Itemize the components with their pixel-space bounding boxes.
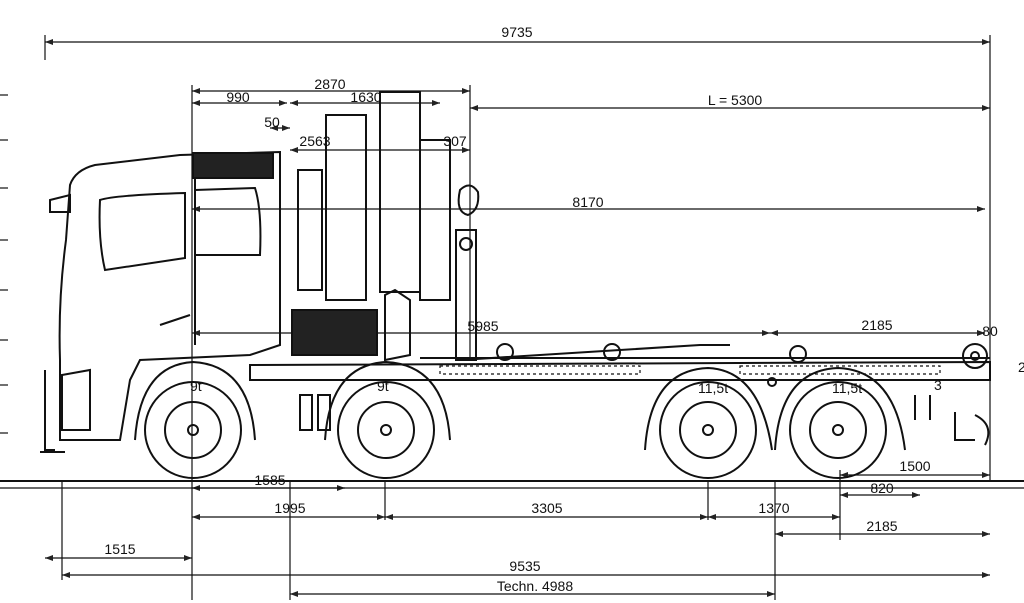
axle-load-3: 11,5t xyxy=(698,380,728,396)
crane xyxy=(291,91,931,431)
cab xyxy=(40,150,281,453)
dim-hitch-offset: 820 xyxy=(870,480,894,496)
dimension-lines xyxy=(44,35,991,600)
dimension-arrow xyxy=(270,125,290,131)
wheel-axle-2 xyxy=(324,360,451,479)
axle-load-2: 9t xyxy=(377,378,389,394)
dim-front-overhang: 1515 xyxy=(104,541,135,557)
dim-body-length: L = 5300 xyxy=(708,92,763,108)
dim-rear-axles-to-end: 2185 xyxy=(861,317,892,333)
axle-load-1: 9t xyxy=(190,378,202,394)
dim-front-axles: 1995 xyxy=(274,500,305,516)
dimension-arrow xyxy=(840,492,920,498)
dimension-labels: 9735 2870 990 1630 50 2563 307 L = 5300 … xyxy=(104,24,1024,594)
dim-crane-a: 2563 xyxy=(299,133,330,149)
dim-crane-zone: 2870 xyxy=(314,76,345,92)
dim-rear-axles: 1370 xyxy=(758,500,789,516)
dim-technical-wheelbase: Techn. 4988 xyxy=(497,578,573,594)
dim-crane-b: 307 xyxy=(443,133,467,149)
dim-crane-width: 1630 xyxy=(350,89,381,105)
wheel-axle-4 xyxy=(774,366,906,479)
dim-clipped-right: 2 xyxy=(1018,359,1024,375)
dim-cab-to-crane: 990 xyxy=(226,89,250,105)
dim-front-axle-spacing-ground: 1585 xyxy=(254,472,285,488)
wheel-axle-3 xyxy=(644,366,773,479)
dim-rear-to-end-bottom: 2185 xyxy=(866,518,897,534)
dim-rear-overhang: 1500 xyxy=(899,458,930,474)
margin-ticks xyxy=(0,94,8,434)
wheels xyxy=(134,360,906,479)
dim-cab-to-end: 8170 xyxy=(572,194,603,210)
rear-marker: 3 xyxy=(934,377,942,393)
chassis-frame xyxy=(249,343,991,446)
axle-load-4: 11,5t xyxy=(832,380,862,396)
dim-crane-offset: 50 xyxy=(264,114,280,130)
truck xyxy=(40,91,991,479)
wheel-axle-1 xyxy=(134,360,256,479)
dim-overall-length: 9735 xyxy=(501,24,532,40)
dim-end-overhang: 80 xyxy=(982,323,998,339)
dim-cab-to-rear-axles: 5985 xyxy=(467,318,498,334)
dim-total-bottom: 9535 xyxy=(509,558,540,574)
dim-axle-2-to-3: 3305 xyxy=(531,500,562,516)
